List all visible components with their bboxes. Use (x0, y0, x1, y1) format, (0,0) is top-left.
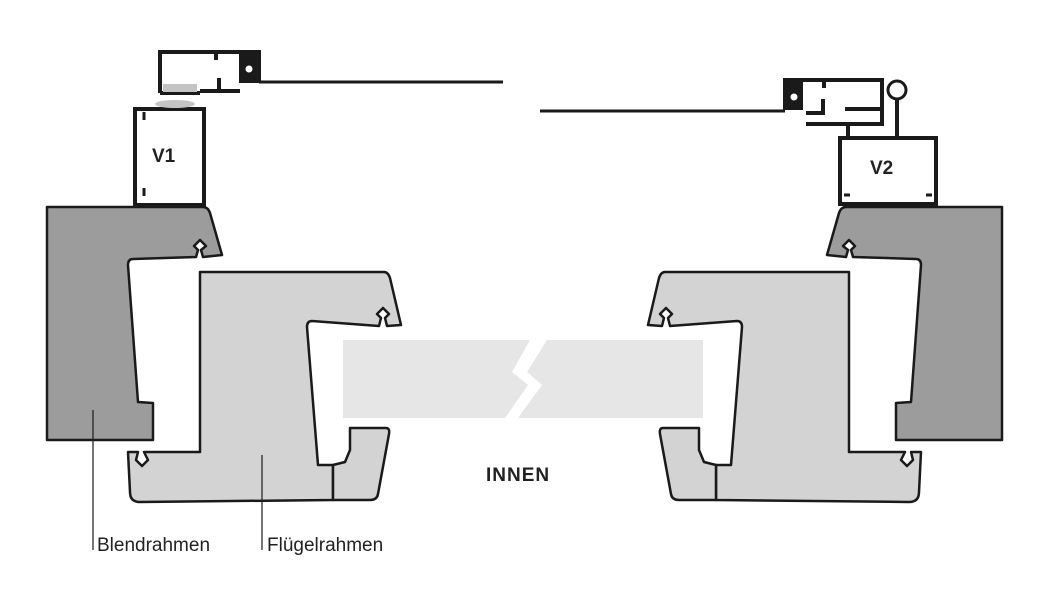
outer-frame-profile (45, 205, 224, 442)
right-roller (886, 79, 908, 101)
glazing-bead (658, 426, 718, 502)
sash-frame-profile (646, 270, 923, 504)
outer-frame-label: Blendrahmen (97, 535, 211, 556)
sash-frame-profile (126, 270, 403, 504)
left-pivot (245, 65, 253, 73)
v2-label: V2 (870, 158, 894, 179)
right-closer-arm-fitting (783, 78, 899, 138)
right-frame-group (646, 205, 1004, 504)
glass-pane-left (343, 340, 530, 418)
right-pivot (790, 93, 798, 101)
sash-frame-label: Flügelrahmen (267, 535, 384, 556)
left-frame-group (45, 205, 403, 504)
v1-housing (133, 107, 206, 207)
v1-gasket (155, 100, 195, 108)
glazing-bead (331, 426, 391, 502)
v2-housing (838, 136, 938, 206)
glass-pane-right (518, 340, 703, 418)
outer-frame-profile (825, 205, 1004, 442)
inside-label: INNEN (486, 465, 551, 486)
v1-label: V1 (152, 146, 176, 167)
left-gasket-fill (163, 84, 197, 92)
